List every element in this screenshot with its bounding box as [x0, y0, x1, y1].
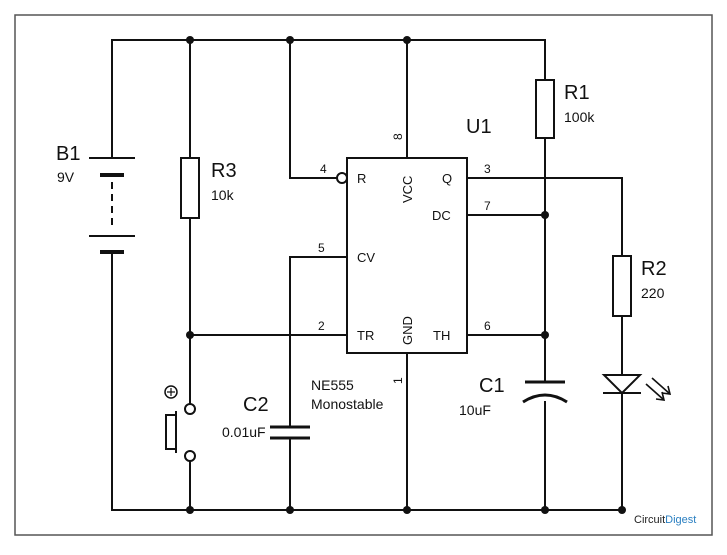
r1-ref-label: R1	[564, 82, 590, 104]
junction-dot	[541, 211, 549, 219]
pin-number-dc: 7	[484, 199, 491, 213]
junction-dot	[541, 331, 549, 339]
switch-button-body	[165, 414, 177, 450]
c1-plate-curved	[522, 393, 568, 404]
ic-ref-label: U1	[466, 116, 492, 138]
pin-number-th: 6	[484, 319, 491, 333]
pin-name-reset: R	[357, 171, 366, 186]
pin-name-vcc: VCC	[400, 176, 415, 203]
c2-value-label: 0.01uF	[222, 424, 266, 440]
battery-value-label: 9V	[57, 169, 75, 185]
pin-name-cv: CV	[357, 250, 375, 265]
r3-value-label: 10k	[211, 187, 235, 203]
pin-name-dc: DC	[432, 208, 451, 223]
junction-dot	[186, 331, 194, 339]
circuitdigest-logo: CircuitDigest	[634, 514, 696, 526]
c1-value-label: 10uF	[459, 402, 491, 418]
pin-number-vcc: 8	[391, 133, 405, 140]
ic-mode-label: Monostable	[311, 396, 384, 412]
pin-name-th: TH	[433, 328, 450, 343]
junction-dot	[286, 506, 294, 514]
junction-dot	[186, 36, 194, 44]
r3-resistor	[180, 157, 200, 219]
r2-value-label: 220	[641, 285, 665, 301]
reset-inversion-bubble	[336, 172, 348, 184]
junction-dot	[541, 506, 549, 514]
pin-number-tr: 2	[318, 319, 325, 333]
pin-number-cv: 5	[318, 241, 325, 255]
c2-ref-label: C2	[243, 394, 269, 416]
junction-dot	[618, 506, 626, 514]
c1-ref-label: C1	[479, 375, 505, 397]
pin-name-q: Q	[442, 171, 452, 186]
battery-ref-label: B1	[56, 143, 80, 165]
pin-number-q: 3	[484, 162, 491, 176]
pin-number-gnd: 1	[391, 377, 405, 384]
led-emission-arrow-2	[651, 377, 671, 395]
pin-number-reset: 4	[320, 162, 327, 176]
led-emission-arrow-1	[645, 383, 665, 401]
wires	[111, 39, 623, 511]
ic-ne555-body	[346, 157, 468, 354]
led-arrowhead-1	[655, 391, 666, 401]
pin-name-gnd: GND	[400, 316, 415, 345]
led-diode	[601, 374, 672, 401]
r2-ref-label: R2	[641, 258, 667, 280]
junction-dot	[286, 36, 294, 44]
switch-contact-top	[184, 403, 196, 415]
battery-symbol	[89, 157, 135, 254]
switch-contact-bottom	[184, 450, 196, 462]
pin-name-tr: TR	[357, 328, 374, 343]
junction-dot	[403, 36, 411, 44]
r1-value-label: 100k	[564, 109, 595, 125]
junctions	[186, 36, 626, 514]
r2-resistor	[612, 255, 632, 317]
schematic-border	[14, 14, 713, 536]
junction-dot	[403, 506, 411, 514]
led-arrowhead-2	[661, 385, 672, 395]
r3-ref-label: R3	[211, 160, 237, 182]
junction-dot	[186, 506, 194, 514]
push-button-switch	[164, 385, 196, 462]
r1-resistor	[535, 79, 555, 139]
ic-part-label: NE555	[311, 377, 354, 393]
led-triangle	[601, 374, 643, 395]
